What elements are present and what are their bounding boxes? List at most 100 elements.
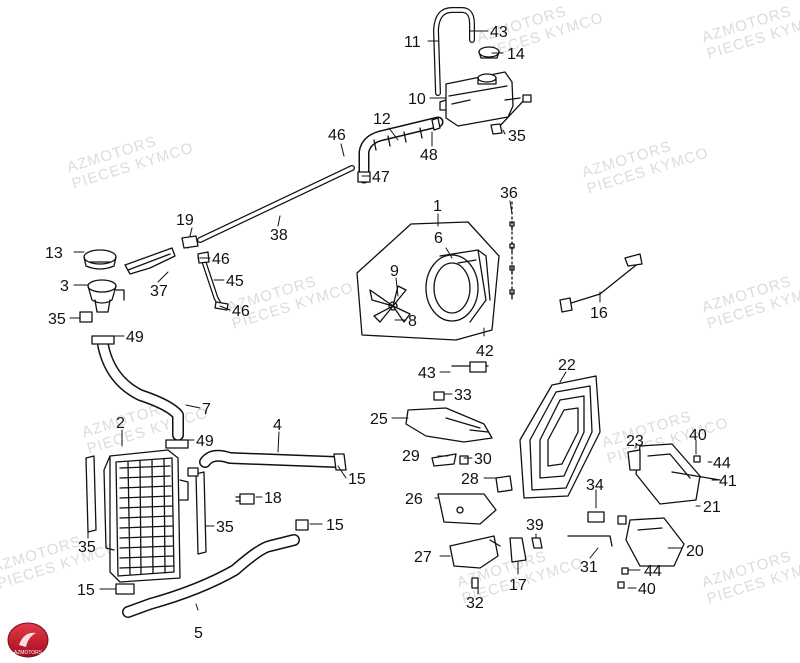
filler-neck (87, 279, 125, 313)
callout-label: 9 (390, 263, 399, 280)
callout-label: 30 (474, 451, 492, 468)
callout-label: 16 (590, 305, 608, 322)
callout-label: 40 (689, 427, 707, 444)
callout-label: 33 (454, 387, 472, 404)
callout-label: 43 (418, 365, 436, 382)
hose-clip-47 (357, 171, 371, 183)
overflow-hose (433, 7, 475, 96)
clamp-49-upper (91, 335, 115, 345)
callout-label: 40 (638, 581, 656, 598)
mount-plate-26 (437, 493, 497, 525)
bolt-35-left (79, 311, 93, 323)
callout-label: 38 (270, 227, 288, 244)
bracket-27 (449, 535, 501, 569)
callout-label: 43 (490, 24, 508, 41)
callout-label: 17 (509, 577, 527, 594)
callout-label: 6 (434, 230, 443, 247)
part-23 (627, 449, 641, 471)
upper-hose (97, 339, 184, 441)
clip-28 (495, 475, 513, 493)
callout-label: 41 (719, 473, 737, 490)
callout-label: 29 (402, 448, 420, 465)
radiator-cap (83, 249, 117, 270)
clamp-15-bottom (115, 583, 135, 595)
callout-label: 11 (404, 34, 421, 51)
callout-label: 15 (348, 471, 366, 488)
callout-label: 18 (264, 490, 282, 507)
bolt-33 (433, 391, 445, 401)
bracket-29 (431, 453, 457, 467)
leader-lines (69, 30, 719, 611)
screws-36 (509, 201, 515, 301)
screw-44-bottom (621, 567, 629, 575)
callout-label: 23 (626, 433, 644, 450)
callout-label: 12 (373, 111, 391, 128)
callout-label: 26 (405, 491, 423, 508)
side-strip-left (85, 455, 97, 533)
callout-label: 14 (507, 46, 525, 63)
callout-label: 46 (232, 303, 250, 320)
bolt-32 (471, 577, 479, 589)
fan-shroud (425, 249, 491, 323)
callout-label: 35 (508, 128, 526, 145)
fan-cover (519, 375, 601, 499)
callout-label: 1 (433, 198, 442, 215)
callout-label: 7 (202, 401, 211, 418)
callout-label: 21 (703, 499, 721, 516)
callout-label: 47 (372, 169, 390, 186)
hose-joint-parts (181, 235, 229, 311)
callout-label: 48 (420, 147, 438, 164)
housing-20 (625, 517, 685, 567)
nut-small (617, 515, 627, 525)
callout-label: 42 (476, 343, 494, 360)
rod-31 (567, 535, 613, 547)
bolt-35-top (490, 94, 532, 135)
callout-label: 8 (408, 313, 417, 330)
callout-label: 35 (216, 519, 234, 536)
callout-label: 34 (586, 477, 604, 494)
mount-bracket-25 (405, 407, 493, 443)
clamp-49-lower (165, 439, 189, 449)
radiator (103, 449, 189, 583)
part-17 (509, 537, 527, 563)
long-hose (197, 165, 355, 243)
callout-label: 44 (713, 455, 731, 472)
azmotors-logo: AZMOTORS (7, 622, 49, 658)
bracket-37 (124, 247, 176, 275)
callout-labels: 43 11 14 10 35 12 46 48 47 36 1 6 38 19 … (45, 24, 737, 642)
callout-label: 32 (466, 595, 484, 612)
callout-label: 31 (580, 559, 598, 576)
clamp-15-mid (333, 453, 347, 471)
callout-label: 10 (408, 91, 426, 108)
callout-label: 13 (45, 245, 63, 262)
part-39 (531, 537, 543, 549)
housing-21 (635, 443, 701, 505)
callout-label: 37 (150, 283, 168, 300)
part-34 (587, 511, 605, 523)
callout-label: 46 (212, 251, 230, 268)
callout-label: 5 (194, 625, 203, 642)
rod-41 (671, 471, 721, 481)
lower-hose (122, 534, 300, 618)
nut-30 (459, 455, 469, 465)
fan-wire (559, 253, 643, 313)
temp-sensor (235, 493, 255, 505)
callout-label: 49 (196, 433, 214, 450)
hose-clip-48 (431, 117, 441, 131)
callout-label: 46 (328, 127, 346, 144)
callout-label: 49 (126, 329, 144, 346)
clamp-15-right (295, 519, 309, 531)
callout-label: 3 (60, 278, 69, 295)
callout-label: 39 (526, 517, 544, 534)
fan-blade (369, 285, 411, 323)
middle-hose (199, 449, 342, 468)
fan-assembly-outline (356, 221, 500, 341)
callout-label: 44 (644, 563, 662, 580)
callout-label: 35 (78, 539, 96, 556)
callout-label: 45 (226, 273, 244, 290)
callout-label: 2 (116, 415, 125, 432)
screw-40-top (693, 455, 701, 463)
screw-40-bottom (617, 581, 625, 589)
